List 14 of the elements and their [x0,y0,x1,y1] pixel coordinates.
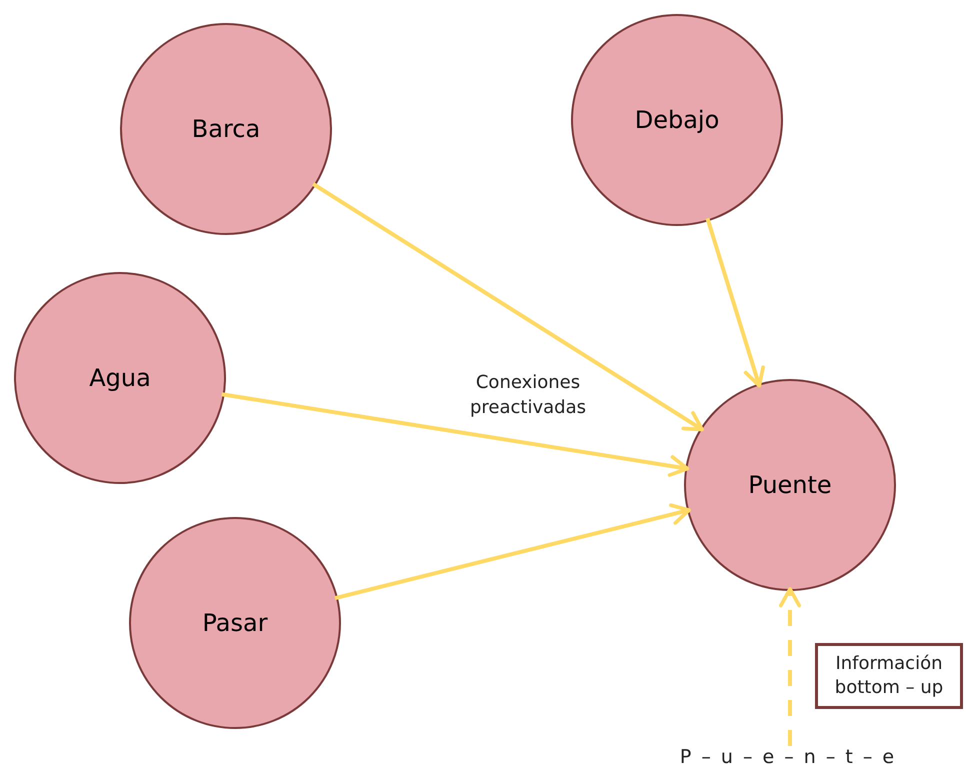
arrow [334,503,691,600]
arrow [706,218,765,388]
node-label: Agua [89,363,151,394]
note-text: Información bottom – up [834,652,944,700]
note-box [815,643,963,709]
annotation-text: Conexiones preactivadas [468,371,587,420]
node-label: Debajo [634,105,720,136]
spelled-word: P – u – e – n – t – e [680,744,896,767]
node-label: Puente [748,470,832,501]
arrow [312,182,704,432]
node-label: Pasar [202,608,268,639]
dashed-arrow [779,587,801,746]
arrow [221,392,690,477]
node-label: Barca [192,114,260,145]
